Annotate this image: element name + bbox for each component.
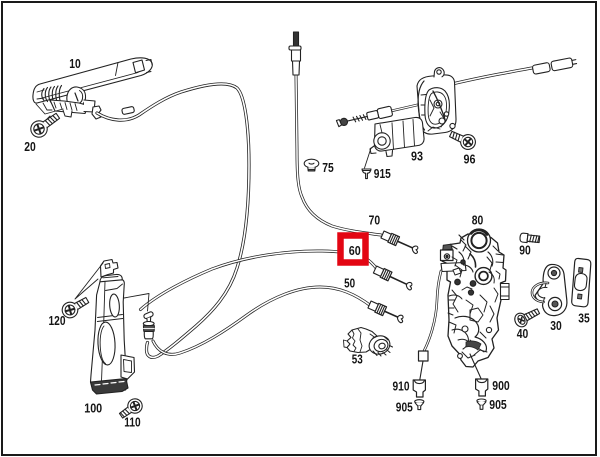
svg-text:90: 90 [519,244,531,258]
svg-text:905: 905 [396,401,413,415]
svg-text:75: 75 [322,161,334,175]
svg-text:30: 30 [550,319,562,333]
svg-text:80: 80 [472,214,484,228]
svg-text:10: 10 [69,57,81,71]
svg-text:35: 35 [578,312,590,326]
svg-text:900: 900 [492,379,510,393]
svg-text:93: 93 [411,150,423,164]
svg-text:915: 915 [374,167,391,181]
svg-text:40: 40 [517,327,529,341]
svg-text:100: 100 [84,402,102,416]
svg-text:53: 53 [352,353,363,367]
svg-text:96: 96 [464,153,476,167]
svg-text:110: 110 [124,416,140,430]
svg-text:50: 50 [344,277,355,291]
svg-text:120: 120 [49,314,66,328]
svg-text:60: 60 [349,244,361,258]
svg-text:70: 70 [369,214,381,228]
svg-text:20: 20 [24,140,36,154]
svg-text:905: 905 [489,398,507,412]
svg-text:910: 910 [393,380,410,394]
